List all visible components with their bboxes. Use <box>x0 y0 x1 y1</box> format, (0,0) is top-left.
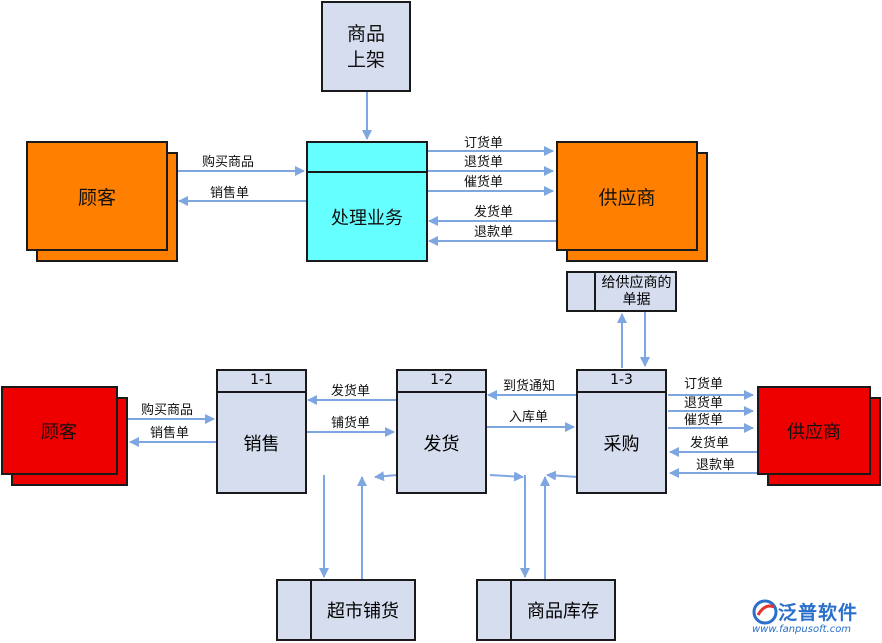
store-market: 超市铺货 <box>276 579 416 641</box>
process-sales: 1-1 销售 <box>216 369 307 494</box>
b-customer-label: 顾客 <box>41 421 77 443</box>
store-inventory: 商品库存 <box>476 579 616 641</box>
store-market-label: 超市铺货 <box>327 601 399 622</box>
label-b-return: 退货单 <box>684 396 724 411</box>
listing-box: 商品 上架 <box>321 1 411 92</box>
label-sup-order: 订货单 <box>464 136 504 151</box>
b-supplier-label: 供应商 <box>787 421 841 443</box>
store-inventory-label: 商品库存 <box>527 601 599 622</box>
label-customer-out: 销售单 <box>210 186 250 201</box>
process-sales-label: 销售 <box>243 433 280 455</box>
label-sup-return: 退货单 <box>464 155 504 170</box>
label-sup-refund: 退款单 <box>474 225 514 240</box>
process-ship-id: 1-2 <box>398 371 485 393</box>
label-p2-to-p3: 入库单 <box>509 410 549 425</box>
brand-url: www.fanpusoft.com <box>752 624 852 635</box>
label-b-customer-out: 销售单 <box>150 426 190 441</box>
supplier-doc-store: 给供应商的 单据 <box>566 271 677 312</box>
brand-logo-icon <box>752 599 778 625</box>
b-customer-entity: 顾客 <box>1 386 118 475</box>
label-p1-to-p2: 铺货单 <box>331 416 371 431</box>
arrow-inventory-link-2 <box>546 470 579 481</box>
label-p3-to-p2: 到货通知 <box>503 379 556 394</box>
process-ship: 1-2 发货 <box>396 369 487 494</box>
customer-label: 顾客 <box>77 186 116 209</box>
process-label: 处理业务 <box>331 207 403 229</box>
brand-watermark: 泛普软件 www.fanpusoft.com <box>752 597 880 641</box>
label-sup-ship: 发货单 <box>474 205 514 220</box>
process-purchase-label: 采购 <box>603 433 640 455</box>
supplier-entity: 供应商 <box>556 141 698 251</box>
customer-entity: 顾客 <box>26 141 168 251</box>
process-ship-label: 发货 <box>423 433 460 455</box>
label-customer-in: 购买商品 <box>202 155 255 170</box>
label-b-ship: 发货单 <box>690 436 730 451</box>
supplier-doc-label: 给供应商的 单据 <box>601 275 672 308</box>
process-purchase-id: 1-3 <box>578 371 665 393</box>
label-b-order: 订货单 <box>684 377 724 392</box>
label-b-urge: 催货单 <box>684 413 724 428</box>
process-box: 处理业务 <box>306 141 428 262</box>
b-supplier-entity: 供应商 <box>757 386 871 475</box>
process-purchase: 1-3 采购 <box>576 369 667 494</box>
label-p2-to-p1: 发货单 <box>331 384 371 399</box>
label-sup-urge: 催货单 <box>464 175 504 190</box>
label-b-refund: 退款单 <box>696 458 736 473</box>
process-sales-id: 1-1 <box>218 371 305 393</box>
brand-name: 泛普软件 <box>778 602 859 624</box>
arrow-inventory-link-1 <box>489 471 524 482</box>
supplier-label: 供应商 <box>598 186 656 209</box>
label-b-customer-in: 购买商品 <box>141 403 194 418</box>
arrow-market-to-ship <box>374 471 398 482</box>
